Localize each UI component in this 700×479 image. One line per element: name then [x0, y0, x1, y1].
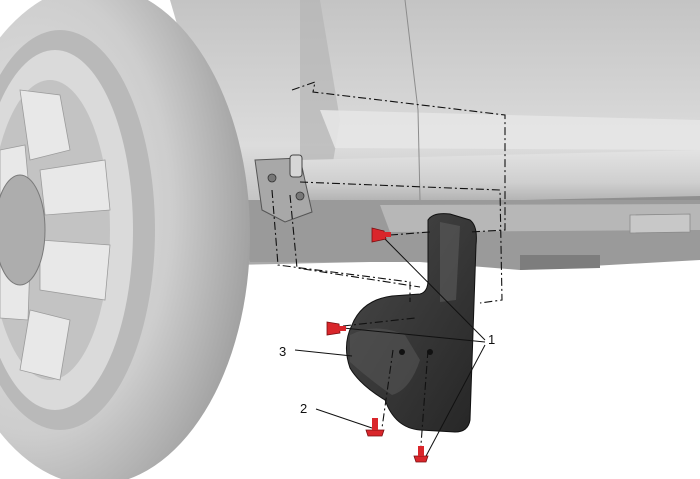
- callout-2-screw: 2: [300, 401, 308, 416]
- leader-lines: [294, 233, 486, 459]
- screw-icon: [365, 418, 385, 437]
- fastener-icon: [413, 446, 429, 463]
- tire-and-wheel: [0, 0, 250, 479]
- vehicle-body: [170, 0, 700, 270]
- alignment-lines: [271, 81, 506, 459]
- fastener-icon: [326, 321, 346, 336]
- mud-flap: [346, 213, 477, 433]
- callout-1-fasteners: 1: [488, 332, 496, 347]
- callout-3-mud-flap: 3: [279, 344, 287, 359]
- fastener-icon: [371, 227, 391, 243]
